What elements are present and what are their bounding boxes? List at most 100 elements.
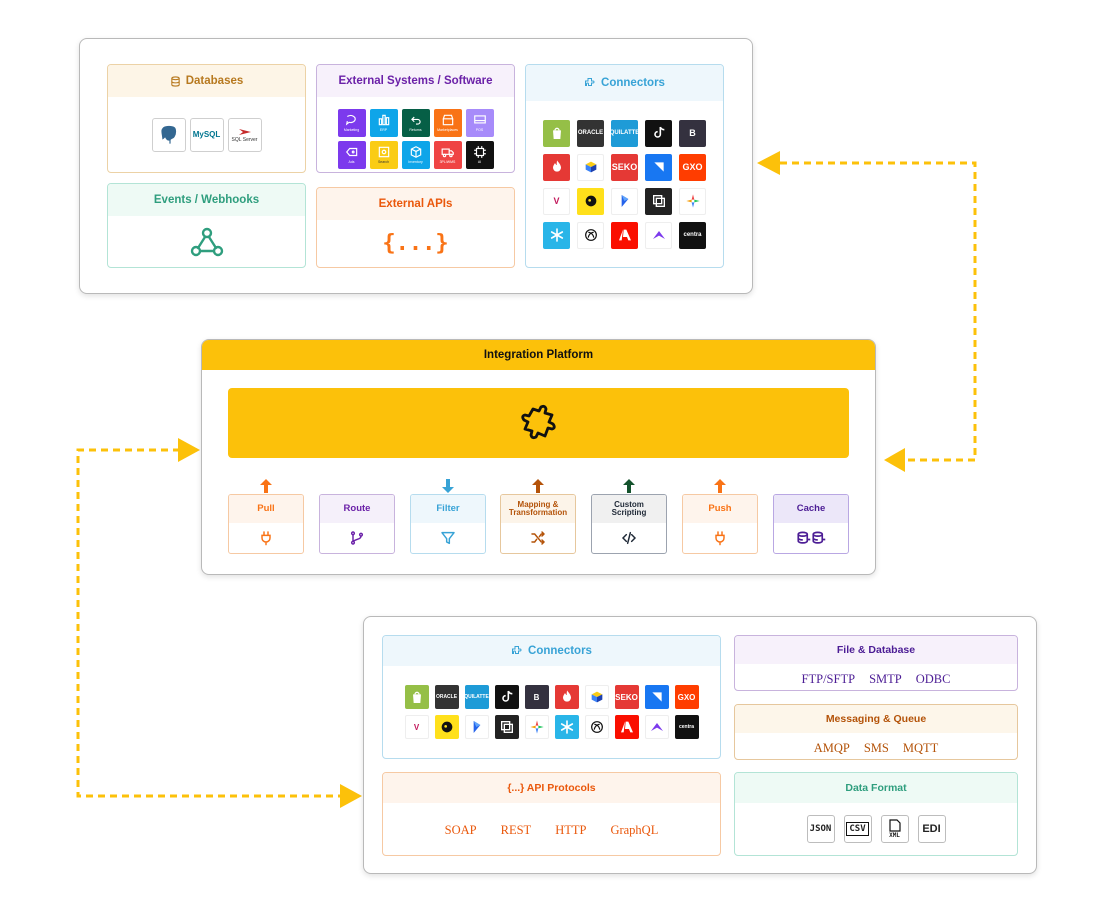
connector-tile — [434, 715, 459, 739]
external-system-tile: Marketplaces — [433, 108, 462, 137]
step-label: Push — [708, 503, 732, 515]
dyn-icon — [473, 721, 480, 733]
corner-icon — [651, 692, 662, 702]
connector-tile — [644, 715, 669, 739]
external-system-label: 3PL/WMS — [439, 160, 456, 164]
system-icon — [378, 146, 389, 158]
step-label: Mapping & Transformation — [508, 499, 568, 517]
arrow-down-icon — [442, 479, 454, 493]
connector-tile — [404, 685, 429, 709]
db-icon — [797, 531, 826, 544]
dyn-icon — [621, 195, 628, 207]
step-pull: Pull — [228, 494, 304, 554]
arrow-up-icon — [623, 479, 635, 493]
connector-tile: B — [679, 119, 706, 147]
json-format-icon: JSON — [806, 815, 835, 843]
step-cache: Cache — [773, 494, 849, 554]
connector-label: B — [689, 128, 696, 138]
chimp-icon — [585, 195, 596, 207]
connector-tile: V — [404, 715, 429, 739]
messaging-item: MQTT — [902, 741, 939, 755]
external-system-label: Marketing — [343, 128, 360, 132]
arrow-up-icon — [714, 479, 726, 493]
connector-tile — [543, 153, 570, 181]
connector-tile — [584, 685, 609, 709]
step-mapping-transformation: Mapping & Transformation — [500, 494, 576, 554]
databases-card: Databases MySQL SQL Server — [107, 64, 306, 173]
connector-tile: GXO — [674, 685, 699, 709]
messaging-item: AMQP — [813, 741, 850, 755]
plug-icon — [261, 531, 271, 546]
external-system-label: Ads — [348, 160, 355, 164]
connector-tile — [644, 685, 669, 709]
file-database-title: File & Database — [836, 644, 916, 656]
arrow-up-icon — [260, 479, 272, 493]
platform-header: Integration Platform — [202, 340, 875, 370]
knot-icon — [584, 229, 597, 241]
data-format-card: Data Format JSON CSV XML EDI — [734, 772, 1018, 856]
events-title: Events / Webhooks — [153, 194, 260, 206]
connector-tile — [645, 119, 672, 147]
step-label: Pull — [257, 503, 275, 515]
wing-icon — [650, 723, 663, 731]
messaging-queue-card: Messaging & Queue AMQP SMS MQTT — [734, 704, 1018, 760]
connector-tile — [577, 221, 604, 249]
connectors-title-sources: Connectors — [601, 77, 665, 89]
external-system-label: Returns — [409, 128, 422, 132]
external-system-label: Marketplaces — [437, 128, 458, 132]
connector-label: QUILATTE — [611, 130, 638, 136]
arrowhead-to-platform-right — [884, 448, 905, 472]
connector-tile — [494, 715, 519, 739]
connector-tile: ORACLE — [434, 685, 459, 709]
connector-tile — [645, 153, 672, 181]
databases-title: Databases — [185, 75, 244, 87]
bag-icon — [552, 127, 561, 139]
connector-label: GXO — [682, 162, 703, 172]
external-system-label: ERP — [379, 128, 388, 132]
external-system-tile: Marketing — [337, 108, 366, 137]
database-icon — [171, 75, 180, 87]
sql-server-logo: SQL Server — [227, 117, 262, 152]
external-apis-title: External APIs — [378, 198, 453, 210]
connector-tile — [577, 187, 604, 215]
protocol-item: REST — [500, 823, 532, 837]
adobe-icon — [620, 721, 633, 733]
connector-label: GXO — [677, 692, 696, 702]
messaging-queue-list: AMQP SMS MQTT — [735, 741, 1017, 756]
system-icon — [410, 146, 421, 158]
messaging-item: SMS — [863, 741, 889, 755]
external-system-tile: Inventory — [401, 140, 430, 169]
connector-label: QUILATTE — [464, 694, 489, 700]
external-systems-title: External Systems / Software — [338, 75, 493, 87]
connector-tile — [645, 187, 672, 215]
copy-icon — [652, 195, 665, 207]
api-protocols-list: SOAP REST HTTP GraphQL — [383, 823, 720, 838]
events-card: Events / Webhooks — [107, 183, 306, 268]
csv-format-icon: CSV — [843, 815, 872, 843]
protocol-item: HTTP — [555, 823, 587, 837]
system-icon — [378, 114, 389, 126]
flake-icon — [550, 228, 563, 242]
connector-tile: SEKO — [614, 685, 639, 709]
external-system-label: AI — [477, 160, 482, 164]
note-icon — [501, 690, 512, 702]
connector-label: ORACLE — [577, 130, 604, 136]
connector-tile: centra — [674, 715, 699, 739]
cube-icon — [591, 691, 602, 703]
cube-icon — [585, 161, 596, 173]
chimp-icon — [441, 721, 452, 733]
data-format-title: Data Format — [845, 782, 907, 794]
bag-icon — [412, 691, 421, 703]
arrow-up-icon — [532, 479, 544, 493]
funnel-icon — [441, 531, 455, 545]
connector-label: centra — [683, 232, 702, 238]
connector-tile — [524, 715, 549, 739]
connector-label: SEKO — [615, 692, 638, 702]
connector-tile: ORACLE — [577, 119, 604, 147]
connector-tile — [611, 187, 638, 215]
connector-icon — [512, 646, 522, 654]
copy-icon — [500, 721, 513, 733]
external-system-tile: 3PL/WMS — [433, 140, 462, 169]
